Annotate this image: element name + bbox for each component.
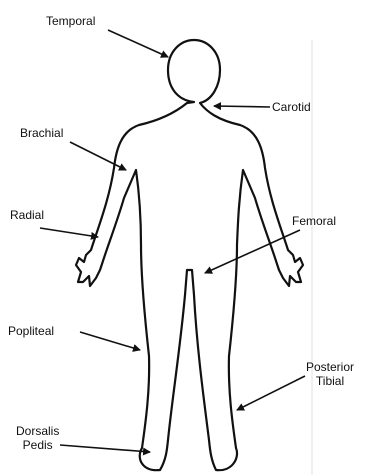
dorsalis-pedis-arrow (60, 445, 150, 452)
temporal-arrow (108, 30, 168, 57)
label-temporal: Temporal (46, 14, 95, 28)
label-posterior-tibial-line2: Tibial (306, 374, 354, 388)
label-posterior-tibial-line1: Posterior (306, 360, 354, 374)
femoral-arrow (205, 230, 300, 273)
label-carotid: Carotid (272, 100, 311, 114)
radial-arrow (40, 228, 98, 237)
carotid-arrow (214, 106, 270, 107)
label-dorsalis-pedis-line1: Dorsalis (16, 424, 59, 438)
label-dorsalis-pedis: Dorsalis Pedis (16, 424, 59, 452)
label-brachial: Brachial (20, 126, 63, 140)
label-posterior-tibial: Posterior Tibial (306, 360, 354, 388)
label-femoral: Femoral (292, 214, 336, 228)
body-outline (76, 40, 303, 470)
popliteal-arrow (80, 332, 140, 350)
label-radial: Radial (10, 208, 44, 222)
label-dorsalis-pedis-line2: Pedis (16, 438, 59, 452)
label-popliteal: Popliteal (8, 324, 54, 338)
posterior-tibial-arrow (237, 376, 305, 410)
